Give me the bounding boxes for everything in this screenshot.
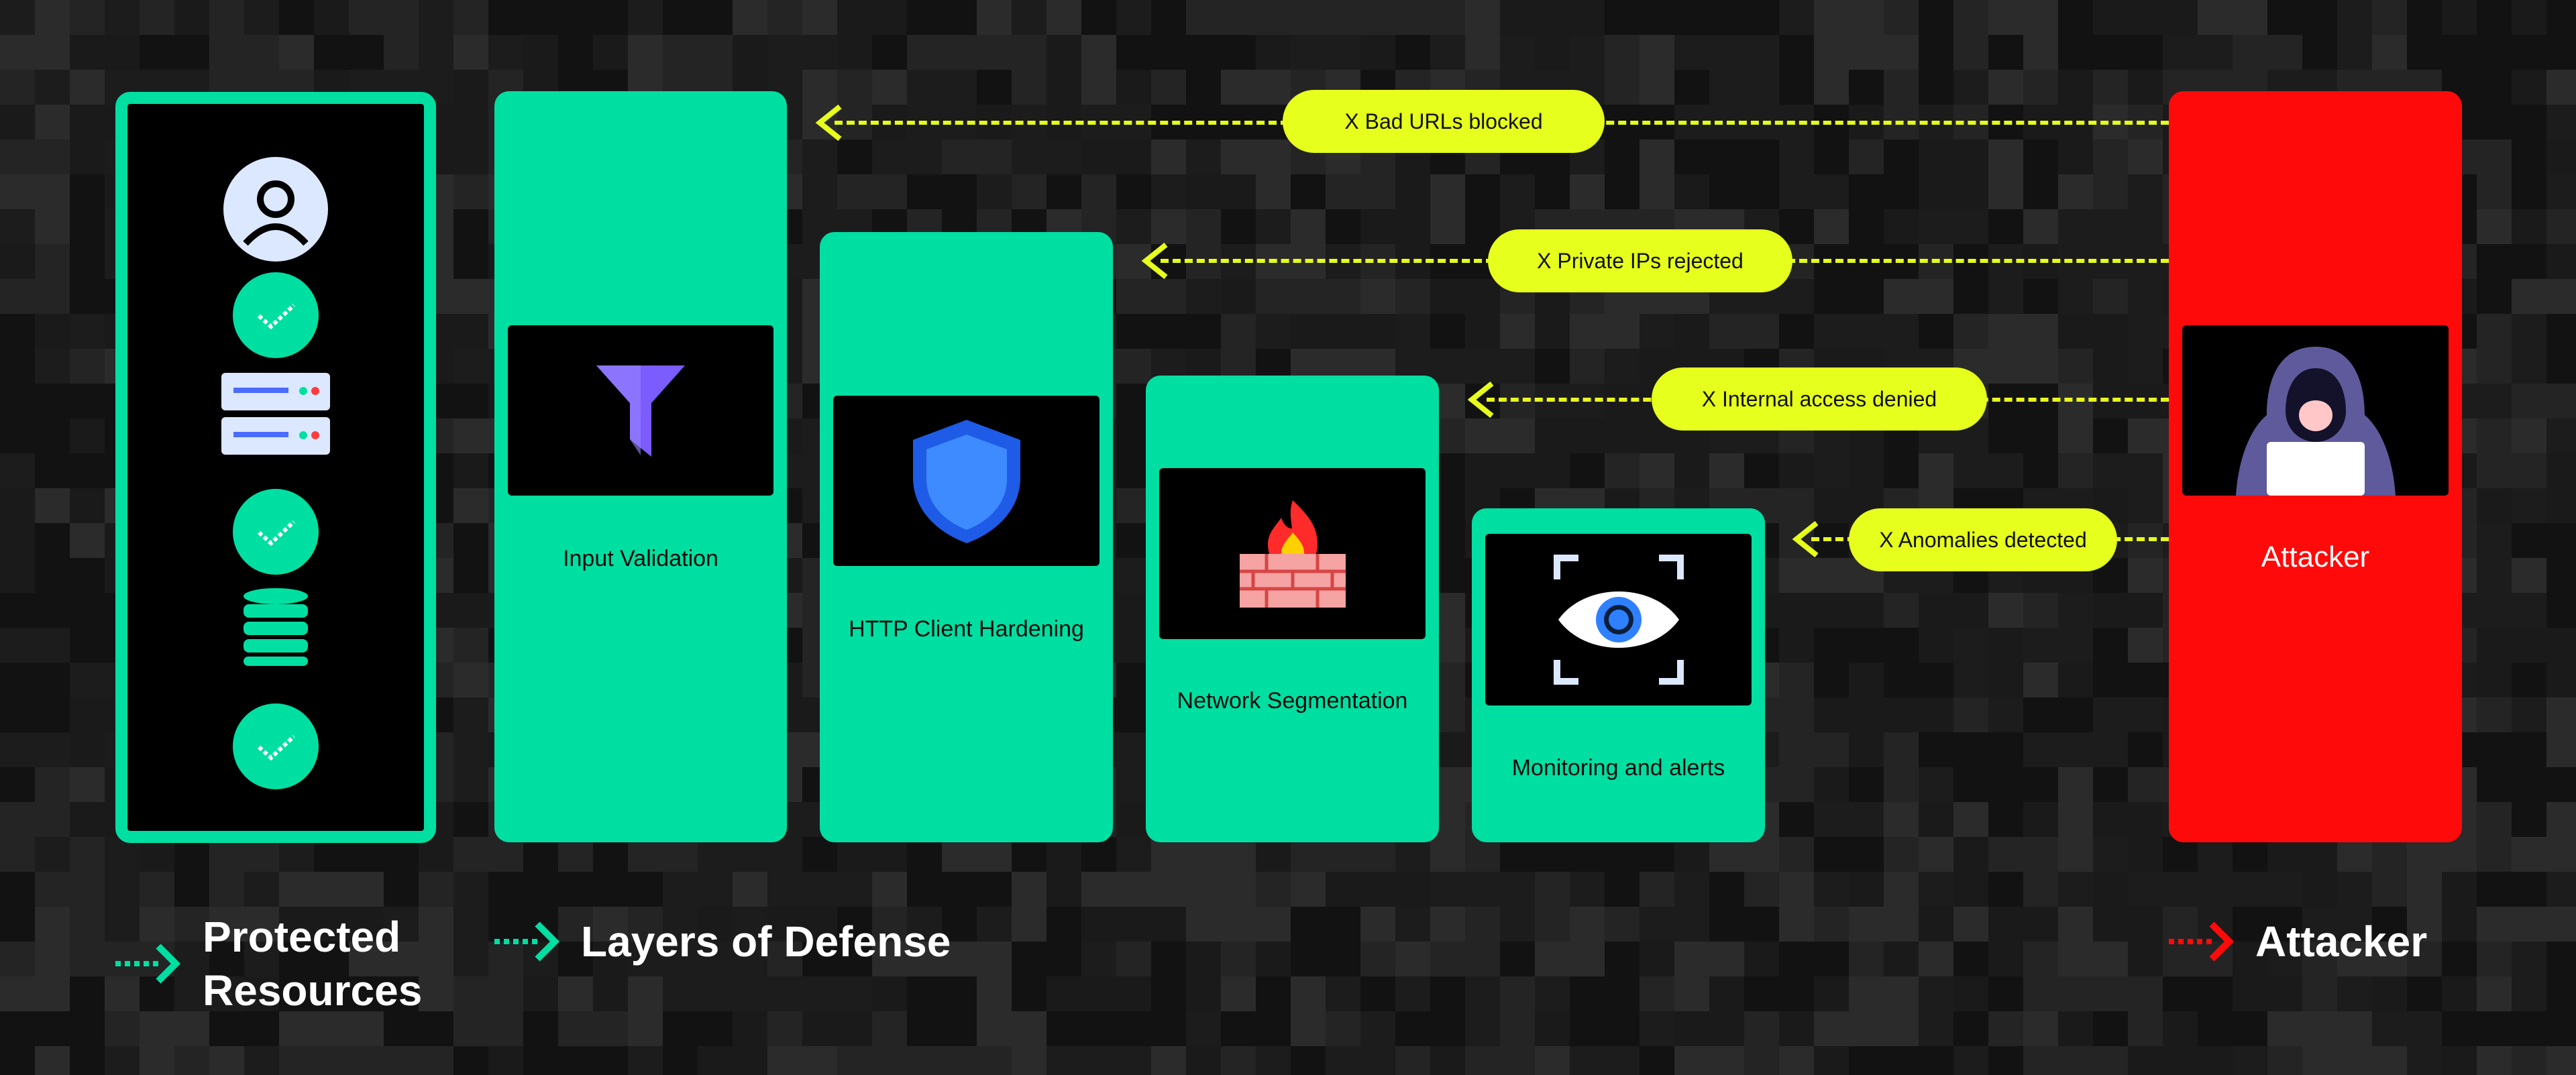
layer-label: Input Validation (563, 546, 718, 571)
attack-pill-internal-access: X Internal access denied (1652, 367, 1987, 431)
server-icon (221, 373, 330, 455)
attack-pill-anomalies: X Anomalies detected (1849, 508, 2117, 571)
attacker-panel: Attacker (2169, 91, 2462, 842)
layer-label: Network Segmentation (1177, 688, 1408, 714)
layer-monitoring-and-alerts: Monitoring and alerts (1472, 508, 1765, 842)
legend-layers-of-defense: Layers of Defense (581, 917, 951, 966)
attacker-icon-box (2182, 325, 2449, 496)
legend-attacker: Attacker (2255, 917, 2428, 966)
layer-icon-box (508, 325, 773, 496)
hacker-icon (2235, 347, 2396, 496)
check-icon (233, 703, 319, 789)
check-icon (233, 489, 319, 575)
layer-label: Monitoring and alerts (1511, 755, 1725, 781)
arrow-head-icon (815, 104, 842, 142)
layer-icon-box (1485, 534, 1752, 705)
legend-arrow-red-icon (2169, 921, 2235, 962)
funnel-icon (596, 365, 685, 457)
legend-arrow-green-icon (115, 944, 181, 984)
layer-input-validation: Input Validation (494, 91, 787, 842)
layer-icon-box (833, 396, 1099, 566)
layer-icon-box (1159, 468, 1426, 639)
layer-network-segmentation: Network Segmentation (1146, 376, 1439, 842)
firewall-icon (1239, 500, 1346, 608)
layer-http-client-hardening: HTTP Client Hardening (820, 232, 1113, 842)
legend-protected-resources-line2: Resources (203, 966, 423, 1015)
arrow-head-icon (1141, 242, 1168, 280)
layer-label: HTTP Client Hardening (849, 616, 1084, 642)
arrow-head-icon (1467, 381, 1494, 418)
attack-pill-bad-urls: X Bad URLs blocked (1283, 90, 1605, 153)
user-icon (223, 157, 328, 262)
eye-icon (1553, 555, 1684, 685)
legend-arrow-green-icon (494, 921, 560, 962)
database-icon (244, 588, 308, 666)
arrow-head-icon (1792, 520, 1819, 558)
check-icon (233, 272, 319, 358)
shield-icon (912, 420, 1020, 543)
attacker-label: Attacker (2261, 541, 2370, 573)
legend-protected-resources-line1: Protected (203, 913, 401, 961)
attack-pill-private-ips: X Private IPs rejected (1488, 229, 1792, 292)
protected-resources-panel (115, 92, 436, 843)
